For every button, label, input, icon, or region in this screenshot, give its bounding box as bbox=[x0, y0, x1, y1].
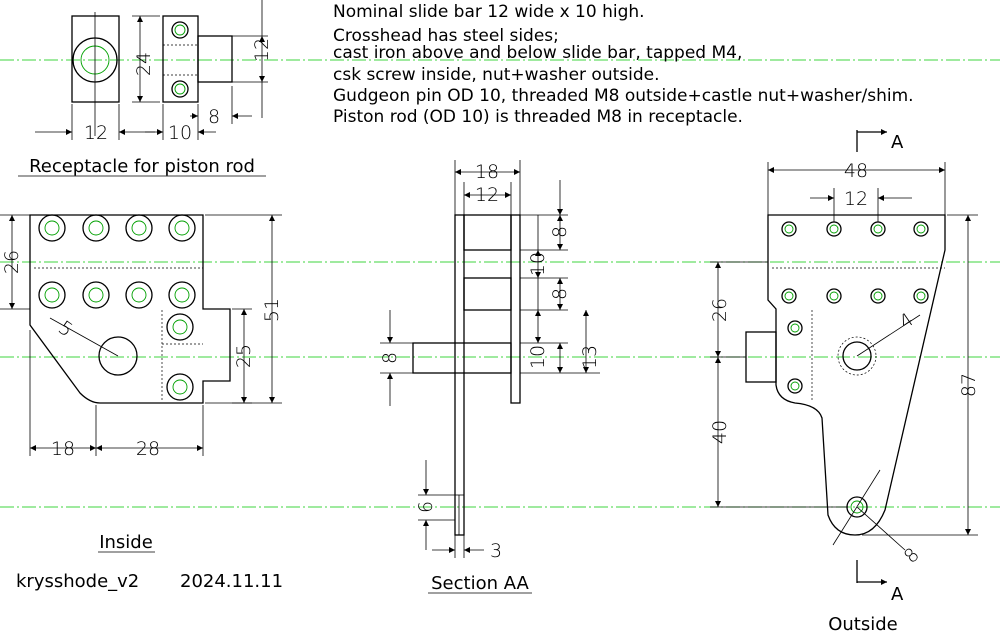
outside-dim-8: 8 bbox=[900, 544, 924, 568]
receptacle-dim-10: 10 bbox=[168, 122, 192, 144]
outside-dim-87: 87 bbox=[958, 373, 980, 397]
receptacle-dim-24: 24 bbox=[133, 52, 155, 76]
receptacle-caption: Receptacle for piston rod bbox=[29, 156, 255, 177]
outside-dim-12: 12 bbox=[844, 188, 868, 210]
center-lines bbox=[0, 59, 1000, 508]
note-line-1: Nominal slide bar 12 wide x 10 high. bbox=[333, 2, 645, 22]
section-dim-8b: 8 bbox=[549, 288, 571, 300]
inside-dim-18: 18 bbox=[51, 438, 75, 460]
note-line-4: csk screw inside, nut+washer outside. bbox=[333, 65, 660, 85]
section-dim-18: 18 bbox=[475, 161, 499, 183]
section-dim-8-pin: 8 bbox=[379, 352, 401, 364]
section-caption: Section AA bbox=[431, 573, 529, 594]
receptacle-view: 24 12 12 10 8 Receptacle for piston rod bbox=[18, 0, 273, 177]
note-line-2: Crosshead has steel sides; bbox=[333, 26, 559, 46]
note-line-3: cast iron above and below slide bar, tap… bbox=[333, 43, 742, 63]
inside-outline bbox=[29, 214, 231, 404]
section-dim-8a: 8 bbox=[549, 226, 571, 238]
section-dim-10b: 10 bbox=[527, 345, 549, 369]
outside-dim-48: 48 bbox=[844, 160, 868, 182]
section-dim-10a: 10 bbox=[527, 252, 549, 276]
drawing-name: krysshode_v2 bbox=[16, 571, 139, 592]
inside-dim-r5: 5 bbox=[54, 317, 77, 342]
outside-bolt-holes bbox=[781, 221, 929, 394]
inside-gudgeon-hole bbox=[98, 336, 138, 376]
outside-caption: Outside bbox=[828, 614, 898, 633]
receptacle-dim-12h: 12 bbox=[84, 122, 108, 144]
section-marker-top: A bbox=[891, 132, 904, 153]
outside-dim-26: 26 bbox=[709, 298, 731, 322]
outside-gudgeon-hole bbox=[842, 341, 872, 371]
receptacle-boss bbox=[197, 35, 233, 83]
outside-view: 4 8 A A 48 12 26 40 87 Outside bbox=[709, 129, 980, 633]
inside-view: 5 26 51 25 18 28 Inside bbox=[0, 214, 283, 553]
receptacle-side-outline bbox=[162, 15, 199, 103]
inside-dim-25: 25 bbox=[233, 344, 255, 368]
outside-outline bbox=[767, 214, 946, 536]
general-notes: Nominal slide bar 12 wide x 10 high. Cro… bbox=[333, 2, 914, 127]
inside-dim-28: 28 bbox=[136, 438, 160, 460]
inside-dim-51: 51 bbox=[261, 298, 283, 322]
drawing-date: 2024.11.11 bbox=[180, 571, 283, 592]
outside-dim-r4: 4 bbox=[895, 309, 918, 334]
section-dim-12: 12 bbox=[475, 184, 499, 206]
outside-dim-40: 40 bbox=[709, 420, 731, 444]
inside-caption: Inside bbox=[99, 532, 153, 553]
note-line-6: Piston rod (OD 10) is threaded M8 in rec… bbox=[333, 107, 743, 127]
section-marker-bottom: A bbox=[891, 584, 904, 605]
note-line-5: Gudgeon pin OD 10, threaded M8 outside+c… bbox=[333, 86, 914, 106]
section-aa-view: 18 12 8 10 8 10 13 8 6 3 bbox=[379, 160, 601, 594]
section-dim-3: 3 bbox=[490, 540, 502, 562]
receptacle-front-outline bbox=[71, 15, 120, 103]
section-dim-13: 13 bbox=[579, 345, 601, 369]
receptacle-dim-12v: 12 bbox=[251, 38, 273, 62]
section-dim-6: 6 bbox=[415, 501, 437, 513]
inside-bolt-holes bbox=[38, 214, 196, 401]
receptacle-dim-8: 8 bbox=[208, 106, 220, 128]
inside-dim-26: 26 bbox=[1, 250, 23, 274]
